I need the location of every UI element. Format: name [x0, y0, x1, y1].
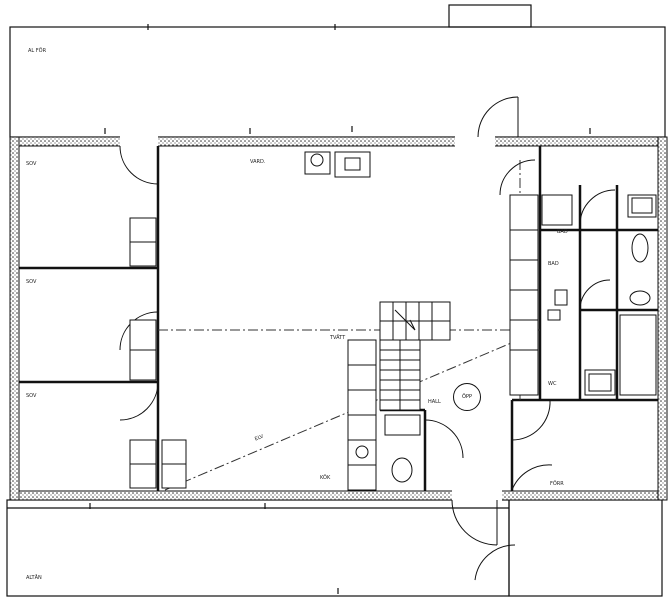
right-cabinets	[509, 194, 539, 396]
label-room-3: SOV	[26, 393, 37, 399]
circle-marker: ÖPP	[453, 383, 481, 411]
label-room-1: SOV	[26, 161, 37, 167]
label-terrace-bottom: ALTÅN	[26, 575, 42, 581]
kitchen-counter	[347, 339, 421, 491]
staircase	[379, 301, 451, 411]
stove	[304, 151, 371, 178]
bedroom-closets	[129, 217, 187, 489]
terrace-bottom	[6, 499, 663, 597]
label-living: VARD.	[250, 159, 266, 165]
door-swings	[119, 96, 616, 581]
label-bath-2: BAD	[548, 261, 559, 267]
terrace-top	[9, 4, 666, 138]
label-room-2: SOV	[26, 279, 37, 285]
label-terrace-top: AL FÖR	[28, 48, 47, 54]
interior-walls	[19, 146, 658, 491]
dimension-ticks	[89, 24, 591, 594]
bath-fixtures	[541, 194, 657, 396]
wall-openings	[120, 136, 502, 501]
outer-walls	[9, 136, 668, 501]
label-laundry: TVÄTT	[330, 335, 346, 341]
label-kitchen: KÖK	[320, 475, 331, 481]
label-hall: HALL	[428, 399, 441, 405]
label-storage: FÖRR	[550, 481, 564, 487]
label-wc: WC	[548, 381, 557, 387]
label-bath-1: BAD	[557, 229, 568, 235]
